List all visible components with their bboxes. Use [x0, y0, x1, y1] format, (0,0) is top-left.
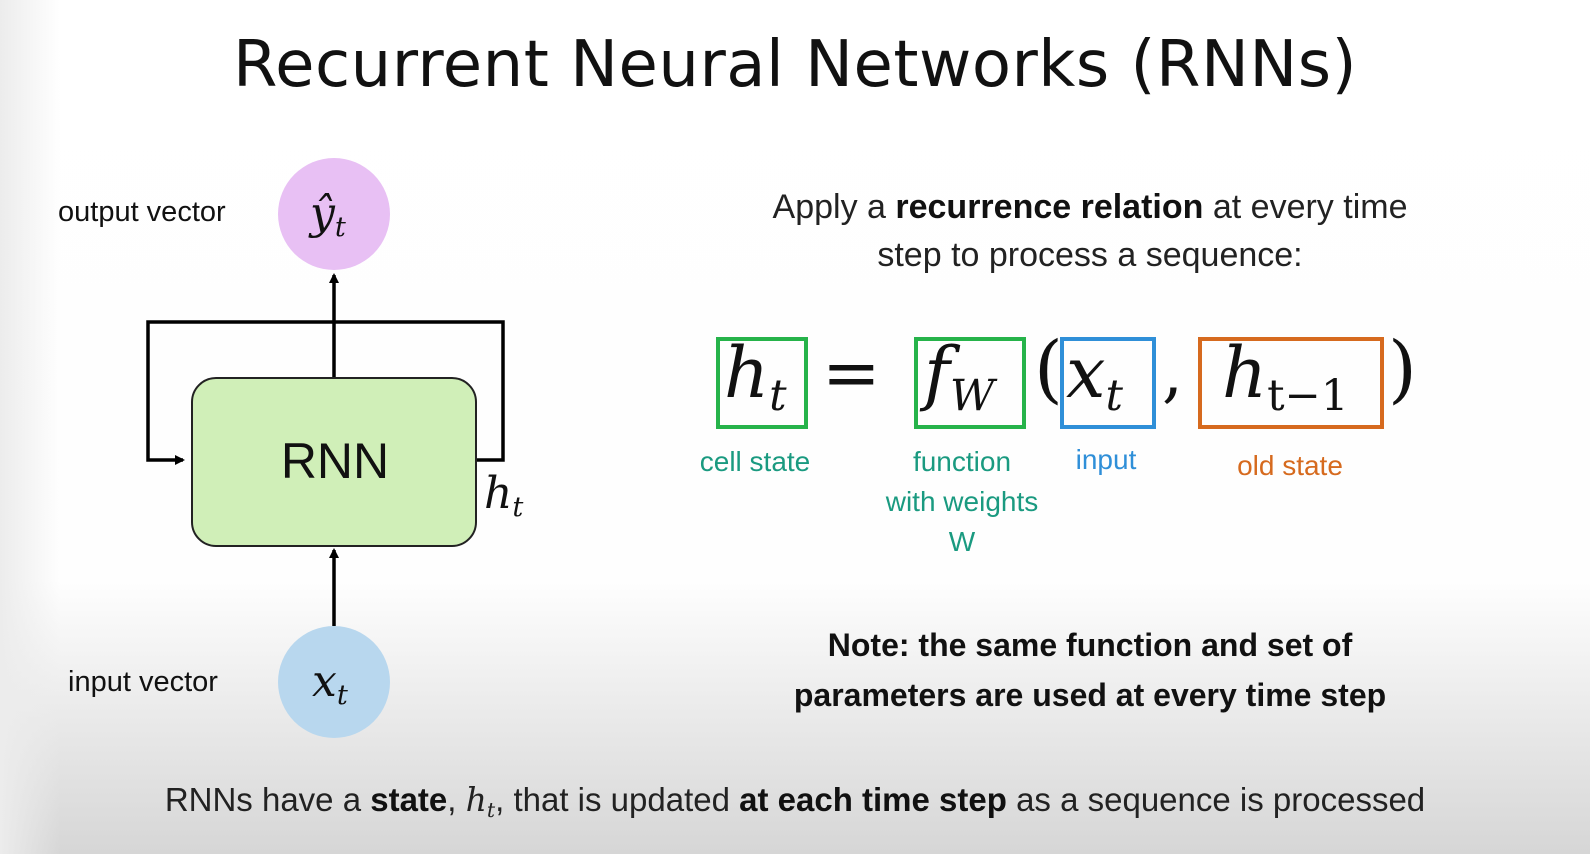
note-line2: parameters are used at every time step	[793, 677, 1387, 713]
footer-p3: , that is updated	[495, 781, 740, 818]
hidden-state-symbol: ht	[484, 468, 523, 523]
output-symbol: ŷt	[310, 188, 346, 243]
output-node	[278, 158, 390, 270]
footer-symbol-base: h	[465, 780, 487, 819]
eq-old-state: ht−1	[1222, 332, 1349, 421]
eq-lhs-base: h	[724, 332, 770, 414]
footer-p1: RNNs have a	[164, 781, 371, 818]
label-cell-state: cell state	[699, 446, 811, 477]
label-function-line3: W	[948, 526, 976, 557]
footer-b2: at each time step	[739, 781, 1007, 818]
eq-function: fW	[924, 332, 995, 421]
footer-p2: ,	[447, 781, 466, 818]
input-symbol-sub: t	[336, 680, 348, 712]
desc-bold: recurrence relation	[895, 188, 1204, 226]
hidden-state-sub: t	[512, 492, 524, 524]
eq-lhs: ht	[724, 332, 787, 421]
label-function-line1: function	[912, 446, 1012, 477]
output-vector-label: output vector	[58, 196, 226, 228]
footer-p4: as a sequence is processed	[1006, 781, 1426, 818]
eq-input: xt	[1066, 332, 1123, 421]
recurrence-loop	[146, 320, 505, 465]
rnn-label: RNN	[280, 433, 390, 489]
eq-comma: ,	[1162, 334, 1183, 411]
old-state-box	[1198, 337, 1384, 429]
label-input: input	[1075, 444, 1137, 475]
label-function: function with weights W	[862, 442, 1062, 562]
output-symbol-base: ŷ	[310, 188, 335, 239]
input-symbol: xt	[312, 656, 348, 711]
footer-b1: state	[370, 781, 448, 818]
eq-function-sub: W	[949, 371, 995, 422]
eq-input-base: x	[1066, 332, 1106, 414]
label-old-state: old state	[1237, 450, 1343, 481]
function-box	[914, 337, 1026, 429]
input-node	[278, 626, 390, 738]
rnn-diagram	[146, 158, 505, 738]
recurrence-description: Apply a recurrence relation at every tim…	[740, 183, 1440, 279]
hidden-state-base: h	[484, 468, 513, 519]
label-function-line2: with weights	[885, 486, 1039, 517]
input-vector-label: input vector	[68, 666, 218, 698]
input-box	[1060, 337, 1156, 429]
slide-edge-shade	[0, 0, 60, 854]
eq-lhs-sub: t	[769, 371, 787, 422]
input-symbol-base: x	[312, 656, 337, 707]
eq-function-base: f	[924, 332, 950, 414]
eq-equals: =	[822, 332, 881, 414]
slide-title: Recurrent Neural Networks (RNNs)	[232, 28, 1358, 102]
note-text: Note: the same function and set of param…	[740, 620, 1440, 720]
eq-old-state-sub: t−1	[1267, 371, 1349, 422]
footer-symbol: ht	[465, 780, 496, 823]
desc-post: at every time step to process a sequence…	[877, 188, 1408, 274]
note-line1: Note: the same function and set of	[827, 627, 1353, 663]
footer-symbol-sub: t	[486, 798, 496, 823]
rnn-cell-box	[191, 377, 477, 547]
eq-old-state-base: h	[1222, 332, 1268, 414]
desc-pre: Apply a	[772, 188, 896, 226]
output-symbol-sub: t	[334, 212, 346, 244]
cell-state-box	[716, 337, 808, 429]
eq-close-paren: )	[1388, 326, 1417, 412]
footer-caption: RNNs have a state, ht, that is updated a…	[0, 780, 1590, 822]
eq-input-sub: t	[1105, 371, 1123, 422]
eq-open-paren: (	[1034, 326, 1063, 412]
